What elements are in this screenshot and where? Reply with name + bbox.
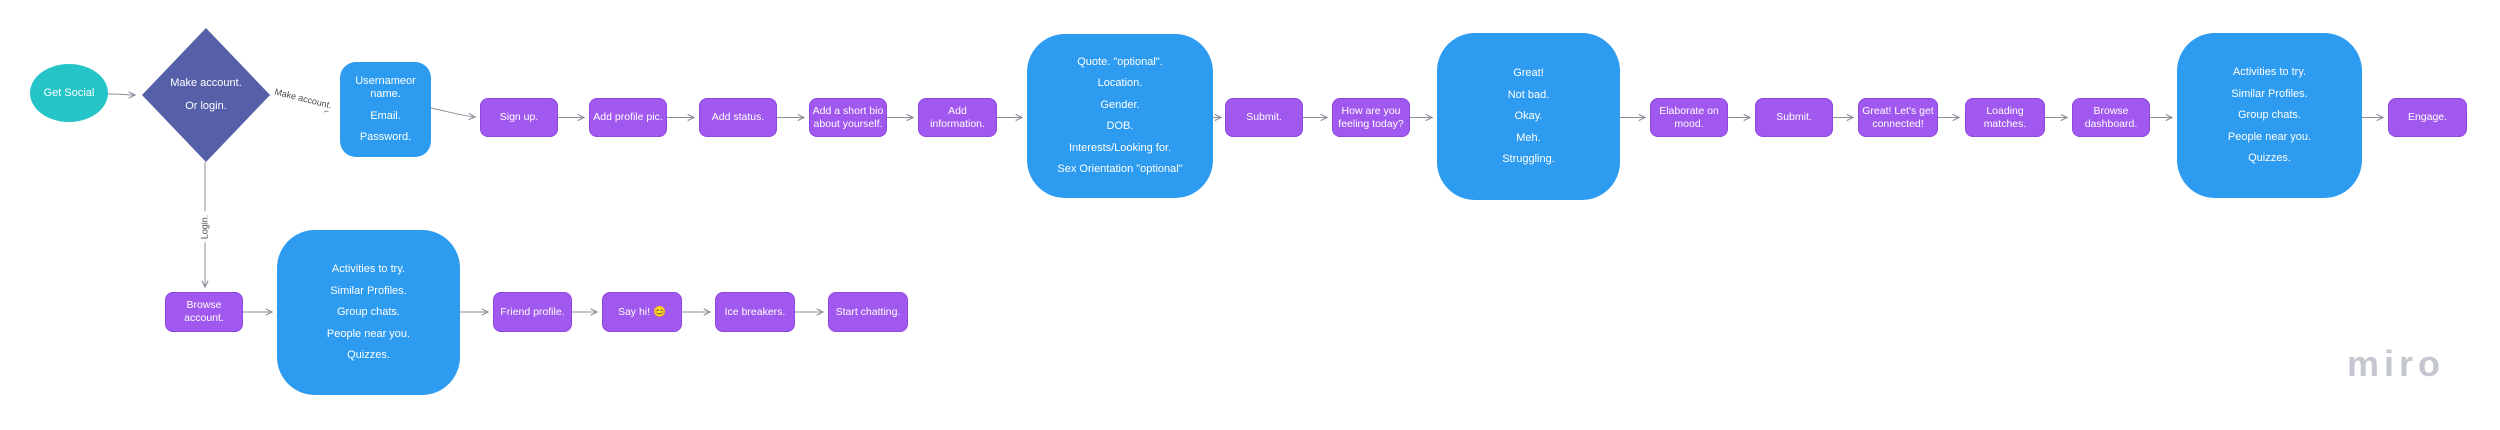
node-dashboard-features-list[interactable]: Activities to try. Similar Profiles. Gro… bbox=[2177, 33, 2362, 198]
node-label: Loading matches. bbox=[1983, 104, 2027, 130]
node-how-are-you-feeling[interactable]: How are you feeling today? bbox=[1332, 98, 1410, 137]
node-friend-profile[interactable]: Friend profile. bbox=[493, 292, 572, 332]
node-label: Submit. bbox=[1776, 111, 1812, 123]
node-add-short-bio[interactable]: Add a short bio about yourself. bbox=[809, 98, 887, 137]
node-engage[interactable]: Engage. bbox=[2388, 98, 2467, 137]
node-loading-matches[interactable]: Loading matches. bbox=[1965, 98, 2045, 137]
node-label: Similar Profiles. bbox=[2231, 87, 2308, 100]
connector[interactable] bbox=[107, 91, 137, 99]
node-label: Quizzes. bbox=[2248, 152, 2291, 164]
node-label: Add status. bbox=[711, 111, 765, 123]
node-submit-mood[interactable]: Submit. bbox=[1755, 98, 1833, 137]
node-label: Password. bbox=[359, 131, 412, 143]
node-profile-info-list[interactable]: Quote. "optional". Location. Gender. DOB… bbox=[1027, 34, 1213, 198]
node-label: Great! bbox=[1513, 67, 1544, 79]
node-label: Gender. bbox=[1100, 98, 1140, 111]
node-mood-options-list[interactable]: Great! Not bad. Okay. Meh. Struggling. bbox=[1437, 33, 1620, 200]
node-sign-up[interactable]: Sign up. bbox=[480, 98, 558, 137]
node-browse-dashboard[interactable]: Browse dashboard. bbox=[2072, 98, 2150, 137]
node-label: Not bad. bbox=[1507, 88, 1550, 101]
node-label: Add information. bbox=[930, 104, 985, 130]
node-label: Location. bbox=[1097, 77, 1143, 90]
node-credentials-list[interactable]: Usernameor name. Email. Password. bbox=[340, 62, 431, 157]
node-label: Usernameor name. bbox=[355, 75, 416, 100]
node-label: Get Social bbox=[43, 86, 95, 99]
node-label: Say hi! 😊 bbox=[617, 305, 667, 318]
connector[interactable] bbox=[430, 107, 477, 121]
node-add-status[interactable]: Add status. bbox=[699, 98, 777, 137]
node-label: Email. bbox=[370, 109, 401, 122]
node-label: Ice breakers. bbox=[724, 305, 786, 318]
node-label: DOB. bbox=[1106, 120, 1134, 133]
node-label: Browse dashboard. bbox=[2084, 104, 2138, 130]
node-label: People near you. bbox=[2227, 130, 2312, 143]
node-label: Friend profile. bbox=[500, 305, 565, 318]
node-label: Meh. bbox=[1516, 131, 1541, 144]
node-label: Similar Profiles. bbox=[330, 284, 407, 297]
miro-logo: miro bbox=[2346, 343, 2445, 384]
node-label: Quizzes. bbox=[347, 349, 390, 361]
node-label: Sign up. bbox=[499, 111, 539, 123]
node-label: Or login. bbox=[185, 100, 227, 112]
node-browse-account[interactable]: Browse account. bbox=[165, 292, 243, 332]
node-label: Group chats. bbox=[337, 306, 400, 318]
node-say-hi[interactable]: Say hi! 😊 bbox=[602, 292, 682, 332]
node-label: Sex Orientation "optional" bbox=[1057, 163, 1183, 176]
node-add-profile-pic[interactable]: Add profile pic. bbox=[589, 98, 667, 137]
node-browse-features-list[interactable]: Activities to try. Similar Profiles. Gro… bbox=[277, 230, 460, 395]
node-label: Quote. "optional". bbox=[1077, 55, 1163, 68]
node-label: How are you feeling today? bbox=[1338, 104, 1404, 130]
node-label: Group chats. bbox=[2238, 109, 2301, 121]
node-label: Browse account. bbox=[184, 299, 224, 324]
node-start-chatting[interactable]: Start chatting. bbox=[828, 292, 908, 332]
node-label: Activities to try. bbox=[2232, 66, 2307, 78]
node-start-get-social[interactable]: Get Social bbox=[30, 64, 108, 122]
node-label: Activities to try. bbox=[331, 263, 406, 275]
node-label: Engage. bbox=[2407, 111, 2448, 123]
node-add-information[interactable]: Add information. bbox=[918, 98, 997, 137]
node-label: Add profile pic. bbox=[593, 111, 663, 123]
connector-label-login[interactable]: Login. bbox=[199, 211, 211, 243]
node-label: Elaborate on mood. bbox=[1659, 104, 1719, 130]
node-label: People near you. bbox=[326, 327, 411, 340]
node-label: Start chatting. bbox=[835, 305, 901, 318]
node-label: Okay. bbox=[1514, 110, 1543, 122]
node-submit-profile[interactable]: Submit. bbox=[1225, 98, 1303, 137]
node-label: Make account. bbox=[170, 77, 242, 89]
node-label: Struggling. bbox=[1502, 153, 1555, 165]
node-label: Interests/Looking for. bbox=[1068, 141, 1172, 154]
node-label: Add a short bio about yourself. bbox=[812, 104, 884, 130]
node-label: Great! Let's get connected! bbox=[1862, 104, 1934, 130]
node-ice-breakers[interactable]: Ice breakers. bbox=[715, 292, 795, 332]
node-elaborate-on-mood[interactable]: Elaborate on mood. bbox=[1650, 98, 1728, 137]
node-lets-get-connected[interactable]: Great! Let's get connected! bbox=[1858, 98, 1938, 137]
node-label: Submit. bbox=[1246, 111, 1282, 123]
